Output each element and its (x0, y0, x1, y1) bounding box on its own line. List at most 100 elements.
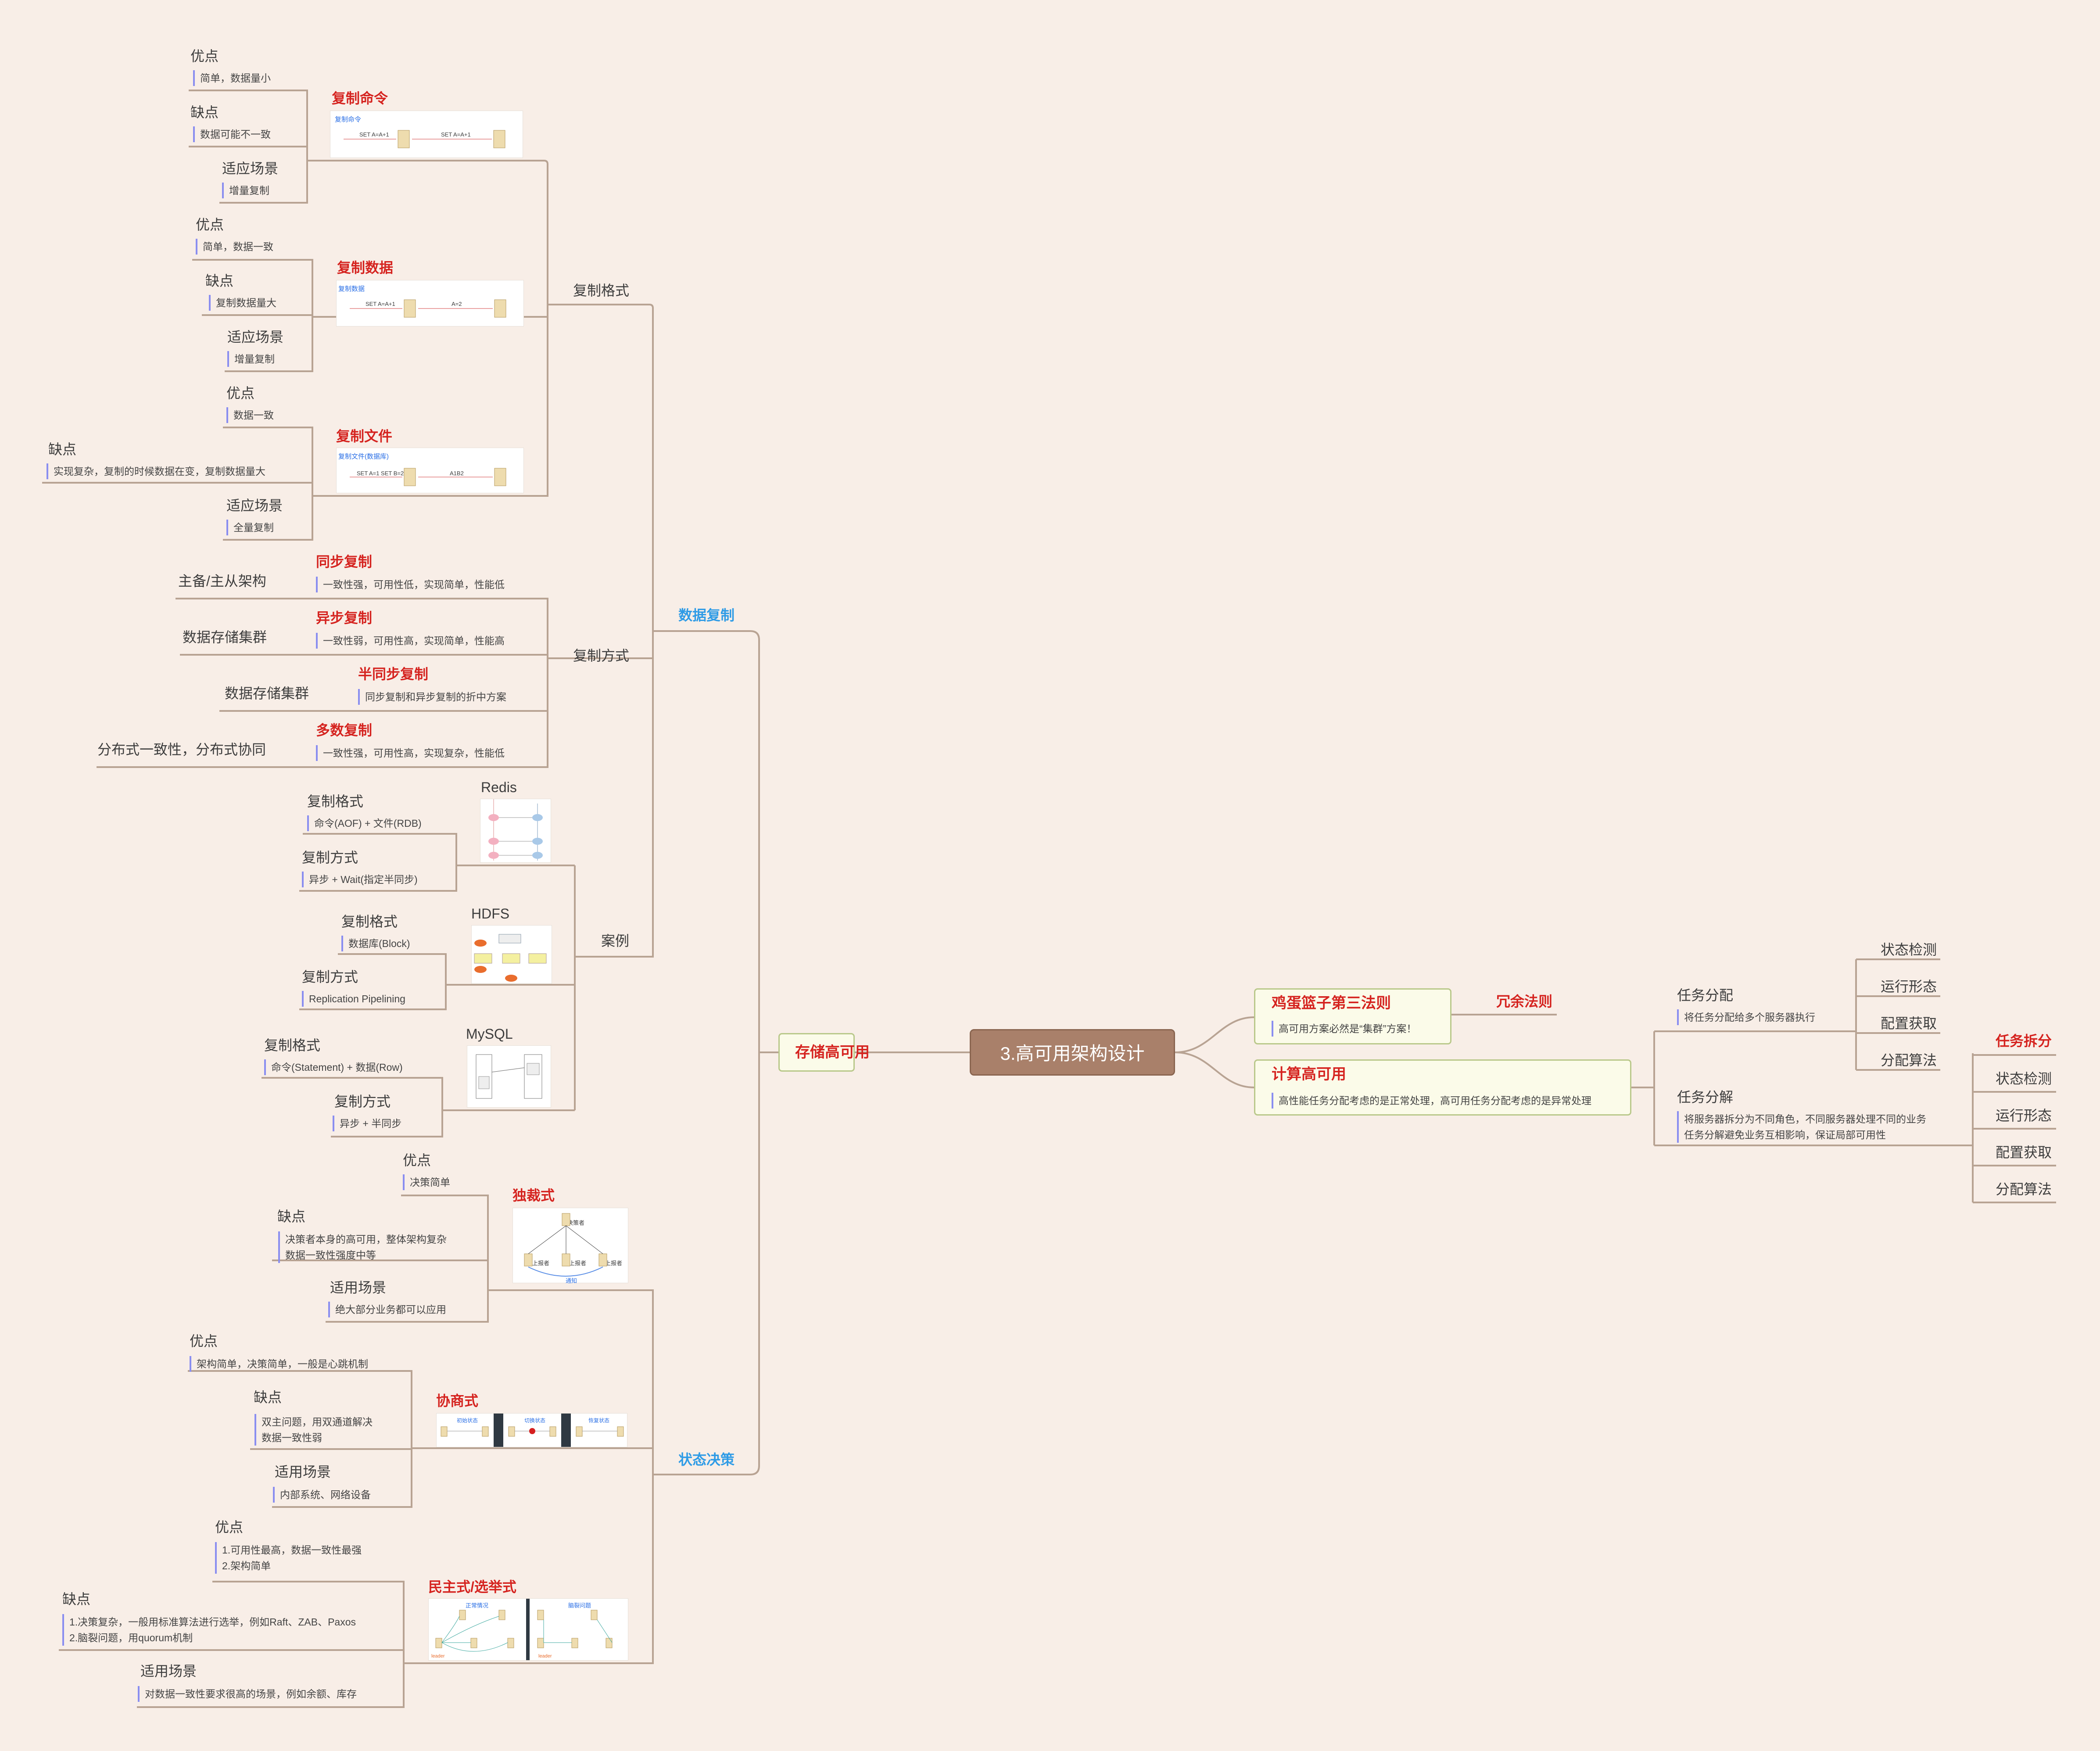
data-scene[interactable]: 适应场景 (227, 329, 284, 345)
negotiate-title: 协商式 (436, 1393, 479, 1409)
redis-way-note: 异步 + Wait(指定半同步) (302, 872, 418, 887)
law-box[interactable] (1254, 988, 1451, 1044)
dictator-title: 独裁式 (512, 1188, 555, 1203)
hdfs-way-note: Replication Pipelining (302, 991, 405, 1007)
sync-note: 一致性强，可用性低，实现简单，性能低 (316, 577, 505, 592)
data-scene-note: 增量复制 (227, 351, 275, 367)
cmd-img-title: 复制命令 (335, 116, 362, 123)
majority-note: 一致性强，可用性高，实现复杂，性能低 (316, 745, 505, 761)
task-split-note-2: 任务分解避免业务互相影响，保证局部可用性 (1677, 1127, 1886, 1143)
split-item-3[interactable]: 配置获取 (1996, 1145, 2052, 1160)
negotiate-pro-note: 架构简单，决策简单，一般是心跳机制 (190, 1356, 368, 1372)
file-img-a: SET A=1 SET B=2 (357, 470, 404, 477)
storage-ha-title: 存储高可用 (795, 1044, 870, 1061)
cmd-img-graphic (344, 130, 505, 148)
format-title[interactable]: 复制格式 (573, 283, 630, 298)
root-topic[interactable]: 3.高可用架构设计 (970, 1029, 1175, 1076)
mysql-fmt-note: 命令(Statement) + 数据(Row) (264, 1059, 403, 1075)
dictator-pro-note: 决策简单 (403, 1174, 450, 1190)
task-assign-title[interactable]: 任务分配 (1677, 987, 1734, 1003)
compute-box[interactable] (1254, 1059, 1631, 1116)
dictator-con-note-2: 数据一致性强度中等 (278, 1247, 376, 1263)
negotiate-img-l0: 初始状态 (457, 1417, 478, 1424)
democracy-img-graphic: leader leader (431, 1610, 613, 1659)
assign-item-2[interactable]: 运行形态 (1881, 979, 1937, 994)
cmd-pro[interactable]: 优点 (190, 48, 219, 64)
method-title[interactable]: 复制方式 (573, 648, 630, 664)
sync-title: 同步复制 (316, 554, 373, 570)
cmd-scene[interactable]: 适应场景 (222, 161, 279, 176)
negotiate-con-note-2: 数据一致性弱 (254, 1430, 322, 1446)
democracy-pro-note-1: 1.可用性最高，数据一致性最强 (215, 1542, 362, 1558)
dictator-img-graphic (524, 1213, 607, 1277)
split-item-2[interactable]: 运行形态 (1996, 1108, 2052, 1123)
data-title: 复制数据 (337, 260, 394, 276)
hdfs-way[interactable]: 复制方式 (302, 969, 358, 985)
negotiate-pro[interactable]: 优点 (190, 1333, 218, 1349)
task-split-tag: 任务拆分 (1996, 1033, 2052, 1049)
cmd-title: 复制命令 (332, 90, 388, 106)
majority-left[interactable]: 分布式一致性，分布式协同 (97, 742, 266, 757)
cmd-con[interactable]: 缺点 (190, 104, 219, 120)
negotiate-scene-note: 内部系统、网络设备 (273, 1487, 371, 1503)
split-item-4[interactable]: 分配算法 (1996, 1181, 2052, 1197)
split-item-1[interactable]: 状态检测 (1996, 1071, 2052, 1087)
negotiate-img-l1: 切换状态 (524, 1417, 546, 1424)
sync-left[interactable]: 主备/主从架构 (178, 573, 266, 589)
redis-way[interactable]: 复制方式 (302, 850, 358, 865)
async-note: 一致性弱，可用性高，实现简单，性能高 (316, 633, 505, 649)
mysql-diagram (467, 1045, 551, 1108)
data-replication-title[interactable]: 数据复制 (678, 607, 735, 623)
data-img-a: SET A=A+1 (366, 301, 395, 307)
dictator-img-l4: 通知 (566, 1277, 577, 1284)
compute-note: 高性能任务分配考虑的是正常处理，高可用任务分配考虑的是异常处理 (1272, 1093, 1591, 1109)
redis-title: Redis (481, 779, 517, 795)
redis-fmt[interactable]: 复制格式 (307, 793, 364, 809)
democracy-pro[interactable]: 优点 (215, 1519, 244, 1535)
data-img-graphic (350, 299, 506, 318)
hdfs-fmt[interactable]: 复制格式 (341, 914, 398, 929)
democracy-scene[interactable]: 适用场景 (140, 1663, 197, 1679)
dictator-img-l2: 上报者 (569, 1260, 587, 1267)
majority-title: 多数复制 (316, 722, 373, 738)
file-con[interactable]: 缺点 (48, 441, 77, 457)
assign-item-1[interactable]: 状态检测 (1881, 942, 1937, 958)
negotiate-scene[interactable]: 适用场景 (275, 1464, 331, 1480)
cmd-con-note: 数据可能不一致 (193, 126, 271, 142)
dictator-pro[interactable]: 优点 (403, 1152, 431, 1168)
task-split-title[interactable]: 任务分解 (1677, 1089, 1734, 1105)
mysql-way[interactable]: 复制方式 (334, 1094, 391, 1109)
data-pro-note: 简单，数据一致 (196, 239, 273, 255)
dictator-img-l3: 上报者 (605, 1260, 623, 1267)
file-scene[interactable]: 适应场景 (226, 498, 283, 513)
hdfs-fmt-note: 数据库(Block) (341, 936, 410, 951)
dictator-con[interactable]: 缺点 (277, 1209, 306, 1224)
data-img-b: A=2 (452, 301, 462, 307)
democracy-con[interactable]: 缺点 (62, 1591, 91, 1607)
data-con-note: 复制数据量大 (209, 295, 276, 311)
cmd-scene-note: 增量复制 (222, 183, 269, 198)
data-con[interactable]: 缺点 (205, 273, 234, 289)
redis-fmt-note: 命令(AOF) + 文件(RDB) (307, 815, 422, 831)
assign-item-3[interactable]: 配置获取 (1881, 1015, 1937, 1031)
redundancy-law-tag: 冗余法则 (1496, 994, 1553, 1009)
async-left[interactable]: 数据存储集群 (183, 629, 267, 645)
mysql-fmt[interactable]: 复制格式 (264, 1037, 321, 1053)
cases-title[interactable]: 案例 (601, 933, 630, 949)
negotiate-con[interactable]: 缺点 (254, 1389, 282, 1405)
negotiate-con-note-1: 双主问题，用双通道解决 (254, 1414, 373, 1430)
mysql-title: MySQL (466, 1026, 513, 1042)
semi-note: 同步复制和异步复制的折中方案 (358, 689, 506, 705)
assign-item-4[interactable]: 分配算法 (1881, 1052, 1937, 1068)
dictator-scene-note: 绝大部分业务都可以应用 (328, 1302, 446, 1317)
file-title: 复制文件 (336, 428, 393, 444)
task-assign-note: 将任务分配给多个服务器执行 (1677, 1009, 1815, 1025)
dictator-scene[interactable]: 适用场景 (330, 1280, 387, 1295)
state-decision-title[interactable]: 状态决策 (678, 1452, 735, 1468)
storage-ha-box[interactable] (778, 1033, 855, 1072)
semi-left[interactable]: 数据存储集群 (225, 685, 309, 701)
democracy-title: 民主式/选举式 (428, 1579, 516, 1595)
data-pro[interactable]: 优点 (196, 217, 224, 233)
file-pro[interactable]: 优点 (226, 385, 255, 401)
democracy-img-l0: 正常情况 (466, 1602, 489, 1609)
